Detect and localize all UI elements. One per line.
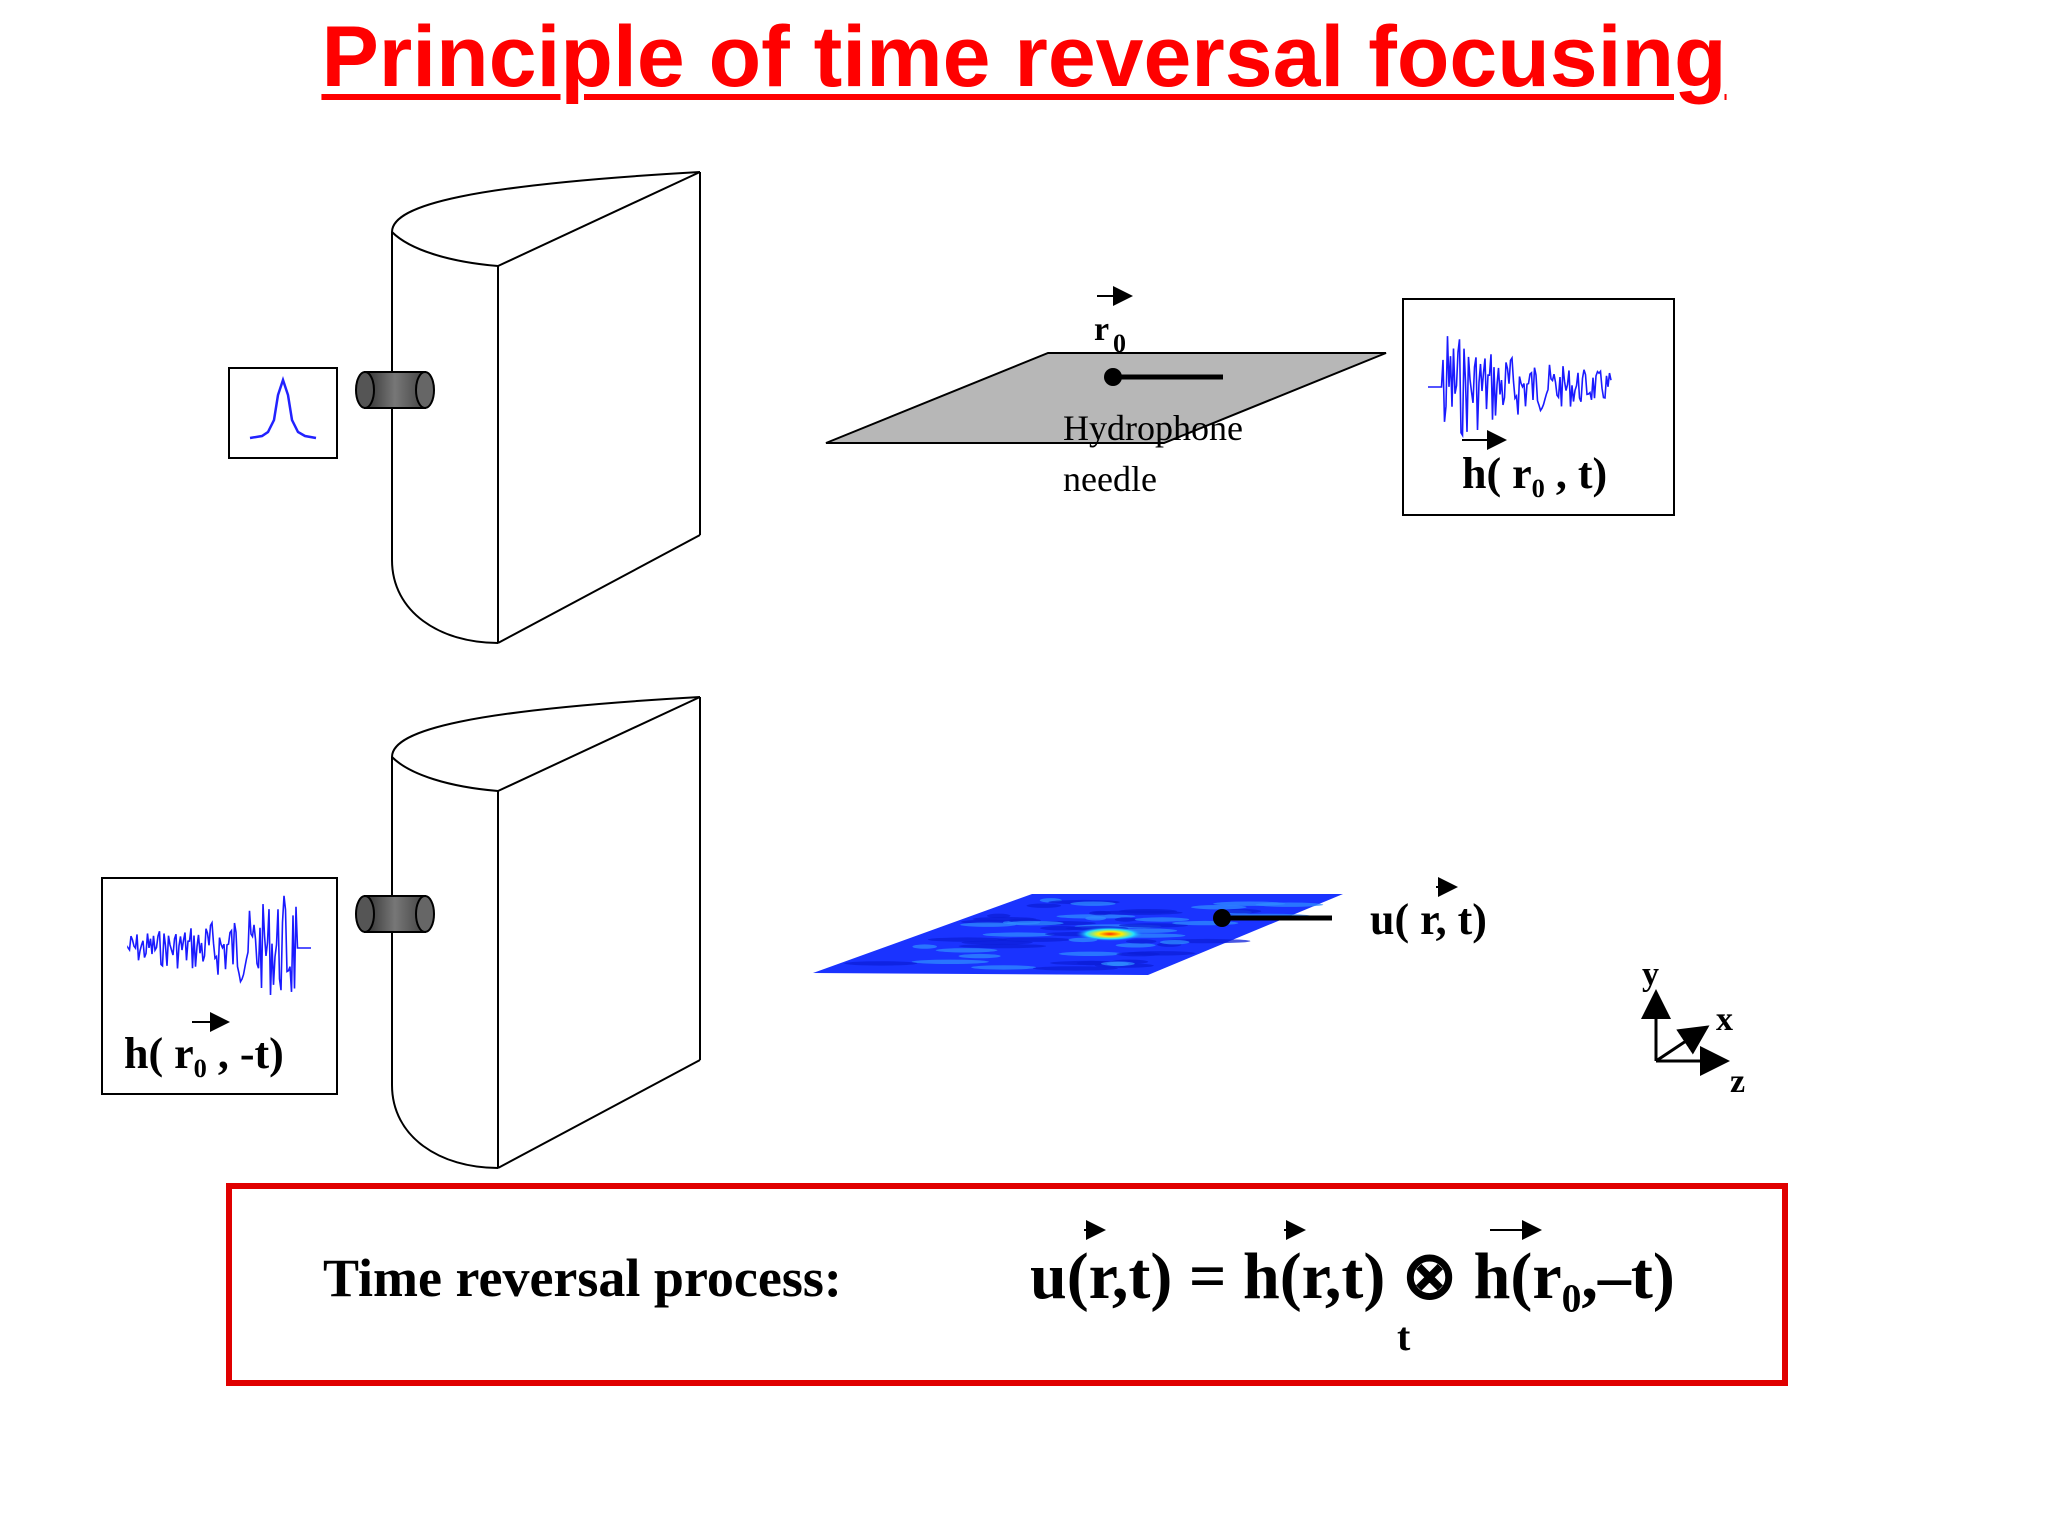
field-streak [1116, 952, 1160, 957]
transducer-bottom [391, 696, 701, 1169]
field-streak [986, 913, 1011, 918]
field-streak [958, 953, 1001, 959]
field-streak [911, 959, 989, 964]
field-streak [1159, 940, 1190, 945]
received-signal-label: h( r₀ , t) [1462, 449, 1607, 498]
hydrophone-plane: r 0 Hydrophone needle [825, 286, 1387, 499]
reversed-waveform-trace [127, 895, 311, 996]
received-waveform-trace [1428, 336, 1612, 439]
slide-title: Principle of time reversal focusing [321, 9, 1727, 105]
field-streak [971, 965, 1036, 970]
process-label: Time reversal process: [323, 1248, 842, 1308]
field-streak [1125, 939, 1157, 944]
field-streak [935, 948, 998, 953]
emitter-cylinder-bottom [355, 895, 435, 933]
process-equation: u(r,t) = h(r,t) ⊗ h(r₀,–t) [1030, 1240, 1675, 1313]
field-streak [1221, 909, 1262, 914]
field-streak [1092, 910, 1183, 915]
focal-spot [1076, 927, 1144, 941]
received-signal-box: h( r₀ , t) [1402, 298, 1675, 516]
received-waveform [1428, 336, 1612, 439]
r0-subscript: 0 [1113, 329, 1126, 358]
field-streak [1114, 917, 1137, 922]
pulse-waveform [249, 376, 317, 440]
reversed-signal-box: h( r₀ , -t) [101, 877, 338, 1095]
x-axis-arrow [1655, 1025, 1710, 1063]
field-streak [1118, 923, 1188, 928]
field-streak [960, 922, 1016, 927]
field-label: u( r, t) [1370, 895, 1487, 944]
field-streak [927, 937, 1007, 942]
r0-label: r [1094, 311, 1109, 348]
equation-subscript-t: t [1397, 1314, 1411, 1359]
field-streak [1213, 901, 1286, 906]
field-streak [972, 916, 1037, 922]
field-streak [958, 943, 1047, 949]
field-streak [1115, 943, 1156, 948]
field-streak [1058, 951, 1123, 956]
hydrophone-label-line2: needle [1063, 459, 1157, 499]
field-streak [1134, 917, 1190, 922]
transducer-top [391, 171, 701, 644]
coordinate-axes: y x z [1641, 956, 1745, 1100]
field-streak [1191, 905, 1247, 910]
focused-field-plane: u( r, t) [813, 877, 1487, 975]
reversed-waveform [127, 895, 311, 996]
field-streak [982, 932, 1055, 937]
field-streak [1070, 901, 1116, 906]
reversed-signal-label: h( r₀ , -t) [124, 1029, 284, 1078]
field-streak [1033, 966, 1118, 971]
y-axis-label: y [1642, 956, 1659, 993]
field-streak [1085, 916, 1107, 921]
z-axis-label: z [1730, 1063, 1745, 1100]
field-streak [912, 944, 937, 949]
pulse-signal-box [228, 367, 338, 459]
field-streak [1076, 960, 1109, 966]
field-streak [1006, 921, 1064, 926]
hydrophone-label-line1: Hydrophone [1063, 408, 1243, 448]
emitter-cylinder-top [355, 371, 435, 409]
field-streak [844, 961, 918, 966]
x-axis-label: x [1716, 1001, 1733, 1038]
process-frame: Time reversal process: u(r,t) = h(r,t) ⊗… [226, 1183, 1788, 1386]
field-streak [1026, 903, 1062, 908]
field-streak [1101, 961, 1135, 966]
